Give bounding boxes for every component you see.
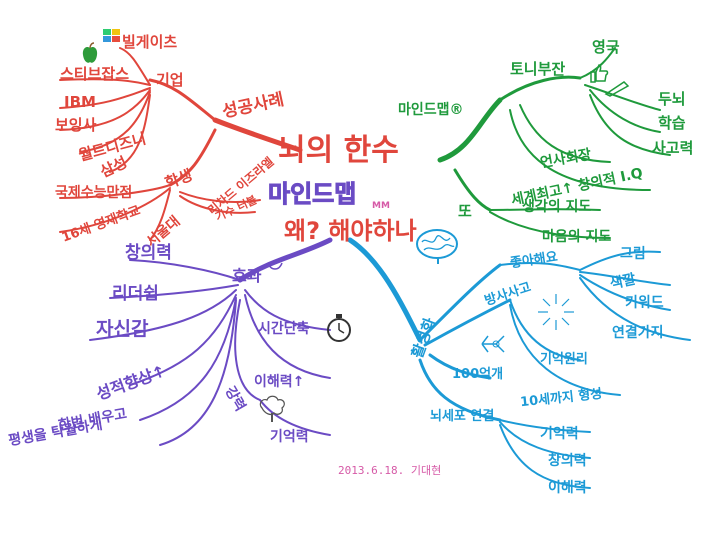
windows-logo-icon [103, 29, 120, 42]
connect-item-1: 창의력 [548, 453, 587, 469]
company-item-2: IBM [64, 93, 96, 111]
buzan-item-3: 사고력 [652, 139, 694, 157]
activation-branch-lines [347, 237, 691, 489]
title-line3: 왜? 해야하나 [284, 217, 417, 245]
connect-label: 뇌세포 연결 [430, 409, 495, 424]
thumbs-up-icon [590, 64, 609, 83]
connect-item-2: 이해력 [548, 480, 587, 496]
smile-icon [267, 262, 283, 270]
radial-item-0: 기억원리 [540, 352, 588, 367]
effect-right-1: 이해력↑ [254, 374, 305, 390]
also-item-1: 마음의 지도 [542, 229, 612, 245]
like-item-3: 연결가지 [612, 325, 664, 341]
effect-item-0: 창의력 [125, 243, 172, 263]
buzan-item-0: 영국 [592, 38, 620, 56]
buzan-item-1: 두뇌 [658, 90, 686, 108]
effect-label: 효과 [232, 266, 262, 285]
student-item-0: 국제수능만점 [55, 185, 133, 201]
neuron-label: 100억개 [452, 367, 504, 382]
sun-burst-icon [538, 294, 574, 330]
mindmap-branch-lines [437, 47, 671, 239]
buzan-item-2: 학습 [658, 114, 686, 132]
company-item-1: 스티브잡스 [60, 65, 130, 83]
success-branch-lines [59, 47, 303, 241]
buzan-label: 토니부잔 [510, 60, 566, 78]
mindmap-label: 마인드맵® [398, 102, 464, 118]
like-item-2: 키워드 [625, 295, 664, 311]
also-item-0: 생각의 지도 [522, 199, 592, 215]
company-item-0: 빌게이츠 [122, 33, 178, 51]
stopwatch-icon [327, 314, 351, 342]
also-label: 또 [458, 202, 472, 220]
mm-badge: MM [372, 201, 390, 211]
apple-logo-icon [82, 42, 98, 63]
tree-icon [259, 395, 285, 422]
title-line1: 뇌의 한수 [278, 133, 399, 168]
connect-item-0: 기억력 [540, 426, 579, 442]
effect-right-3: 기억력 [270, 429, 309, 445]
pencil-icon [604, 81, 630, 97]
brain-icon [416, 229, 458, 264]
effect-right-0: 시간단축 [258, 321, 310, 337]
company-label: 기업 [156, 71, 184, 89]
effect-branch-lines [89, 237, 333, 446]
like-item-0: 그림 [620, 246, 646, 262]
effect-item-2: 자신감 [96, 318, 149, 340]
company-item-3: 보잉사 [55, 116, 97, 134]
neuron-icon [481, 335, 505, 353]
effect-item-1: 리더쉽 [112, 284, 159, 304]
signature: 2013.6.18. 기대현 [338, 464, 442, 477]
title-line2: 마인드맵 [267, 180, 357, 208]
